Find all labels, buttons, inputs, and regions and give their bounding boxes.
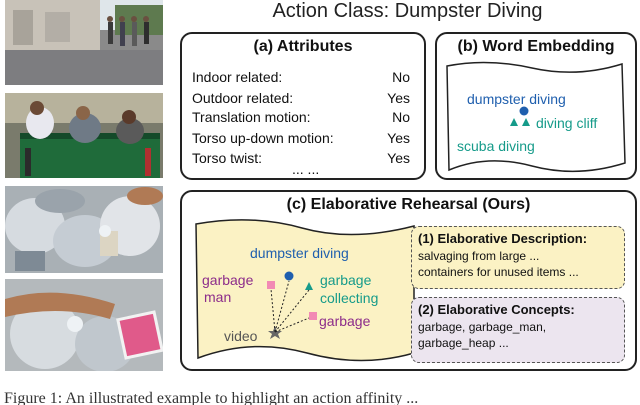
map-label-video: video: [224, 328, 258, 344]
attribute-value: No: [392, 69, 410, 85]
dumpster-point-icon: [520, 107, 529, 116]
label-scuba-diving: scuba diving: [457, 138, 535, 154]
attribute-name: Outdoor related:: [192, 90, 293, 106]
description-title: (1) Elaborative Description:: [418, 231, 618, 247]
photo-hand: [5, 279, 163, 371]
description-line: salvaging from large ...: [418, 248, 618, 264]
map-label-man: man: [204, 289, 231, 305]
attribute-name: Translation motion:: [192, 109, 311, 125]
attribute-row: Torso up-down motion: Yes: [192, 130, 410, 150]
attribute-value: Yes: [387, 90, 410, 106]
action-class-title: Action Class: Dumpster Diving: [180, 0, 635, 24]
ellipsis-text: ... ...: [292, 161, 319, 177]
square-icon: [309, 312, 317, 320]
photo-dumpster: [5, 93, 163, 178]
map-label-collecting: collecting: [320, 290, 378, 306]
map-label-garbage: garbage: [202, 272, 254, 288]
photo-street: [5, 0, 163, 85]
attribute-row: Translation motion: No: [192, 109, 410, 129]
photo-bags: [5, 186, 163, 273]
concepts-line: garbage, garbage_man,: [418, 319, 618, 335]
label-dumpster-diving: dumpster diving: [467, 91, 566, 107]
map-label-garbage-2: garbage: [320, 272, 372, 288]
attributes-title: (a) Attributes: [182, 38, 424, 56]
concepts-line: garbage_heap ...: [418, 335, 618, 351]
attribute-ellipsis: ... ...: [292, 161, 319, 181]
word-embedding-title: (b) Word Embedding: [437, 38, 635, 56]
attribute-name: Torso twist:: [192, 150, 262, 166]
attribute-value: No: [392, 109, 410, 125]
concepts-title: (2) Elaborative Concepts:: [418, 302, 618, 318]
elaborative-title: (c) Elaborative Rehearsal (Ours): [182, 196, 635, 214]
square-icon: [267, 281, 275, 289]
attribute-name: Indoor related:: [192, 69, 282, 85]
dumpster-point-icon: [285, 272, 294, 281]
description-line: containers for unused items ...: [418, 264, 618, 280]
elaborative-description-box: (1) Elaborative Description: salvaging f…: [411, 226, 625, 289]
attribute-value: Yes: [387, 130, 410, 146]
attribute-row: Outdoor related: Yes: [192, 90, 410, 110]
label-diving-cliff: diving cliff: [536, 115, 597, 131]
map-label-garbage-3: garbage: [319, 313, 371, 329]
attribute-value: Yes: [387, 150, 410, 166]
attribute-row: Indoor related: No: [192, 69, 410, 89]
word-embedding-panel: (b) Word Embedding dumpster diving divin…: [435, 32, 637, 180]
attribute-name: Torso up-down motion:: [192, 130, 334, 146]
elaborative-concepts-box: (2) Elaborative Concepts: garbage, garba…: [411, 297, 625, 363]
map-label-dumpster-diving: dumpster diving: [250, 245, 349, 261]
attributes-panel: (a) Attributes Indoor related: No Outdoo…: [180, 32, 426, 180]
embedding-sheet: dumpster diving diving cliff scuba divin…: [437, 58, 635, 178]
concept-map: dumpster diving garbage man garbage coll…: [192, 218, 417, 368]
figure-caption: Figure 1: An illustrated example to high…: [0, 390, 640, 405]
